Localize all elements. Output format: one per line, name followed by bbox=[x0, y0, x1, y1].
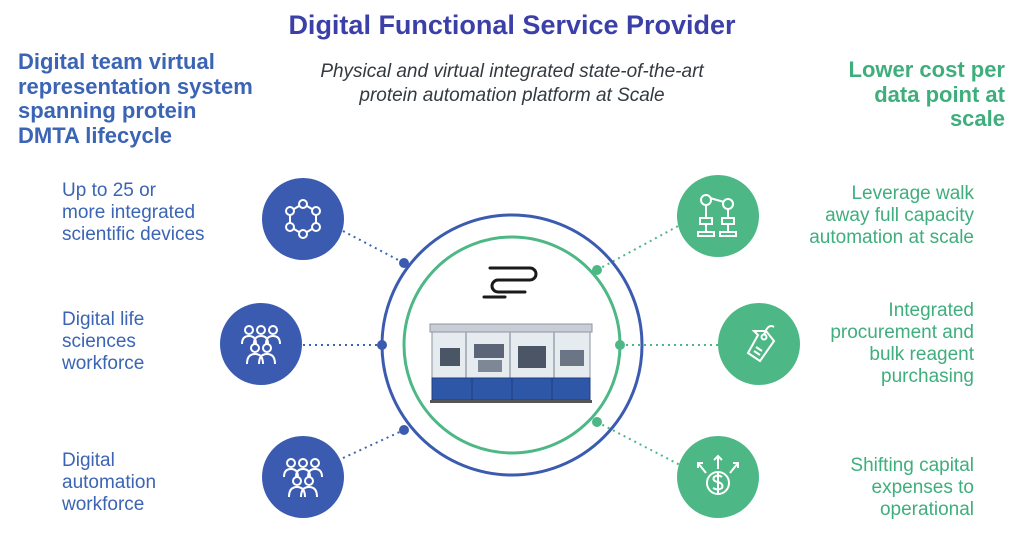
subtitle-line: Physical and virtual integrated state-of… bbox=[320, 61, 704, 82]
connector-line bbox=[342, 230, 405, 264]
right-item-line: expenses to bbox=[871, 477, 974, 498]
right-item-line: procurement and bbox=[830, 322, 974, 343]
right-item-line: Integrated bbox=[888, 300, 974, 321]
connector-line bbox=[342, 429, 405, 459]
left-heading-line: representation system bbox=[18, 73, 253, 99]
left-item-line: automation bbox=[62, 472, 157, 493]
right-item-line: automation at scale bbox=[809, 227, 974, 248]
right-item-line: operational bbox=[879, 499, 974, 520]
ring-dot bbox=[615, 340, 625, 350]
left-item-line: more integrated bbox=[62, 202, 196, 223]
page-title: Digital Functional Service Provider bbox=[288, 10, 736, 40]
left-item-line: Digital life bbox=[62, 309, 145, 330]
left-item-label: Digital automation workforce bbox=[62, 450, 262, 516]
right-item-line: bulk reagent bbox=[869, 344, 974, 365]
right-heading-line: data point at bbox=[874, 81, 1005, 107]
robot-arm-icon bbox=[697, 194, 737, 237]
ring-dot bbox=[377, 340, 387, 350]
connector-line bbox=[596, 421, 681, 466]
dollar-arrows-icon bbox=[697, 454, 739, 495]
left-item-line: Up to 25 or bbox=[62, 180, 156, 201]
devices-circle bbox=[262, 178, 344, 260]
subtitle: Physical and virtual integrated state-of… bbox=[262, 60, 762, 108]
left-item-label: Up to 25 or more integrated scientific d… bbox=[62, 180, 262, 246]
people-group-icon bbox=[283, 458, 323, 498]
connector-line bbox=[596, 224, 681, 271]
ring-dot bbox=[592, 417, 602, 427]
subtitle-line: protein automation platform at Scale bbox=[359, 85, 665, 106]
right-item-line: away full capacity bbox=[825, 205, 974, 226]
automation-workforce-circle bbox=[262, 436, 344, 518]
left-item-line: sciences bbox=[62, 331, 136, 352]
ring-dot bbox=[592, 265, 602, 275]
procurement-circle bbox=[718, 303, 800, 385]
ring-dot bbox=[399, 258, 409, 268]
right-item-label: Shifting capital expenses to operational bbox=[744, 455, 974, 521]
right-heading-line: scale bbox=[949, 106, 1005, 131]
platform-logo-icon bbox=[482, 266, 538, 299]
life-sciences-circle bbox=[220, 303, 302, 385]
people-group-icon bbox=[241, 325, 281, 365]
capital-expenses-circle bbox=[677, 436, 759, 518]
left-item-line: scientific devices bbox=[62, 224, 205, 245]
left-item-line: workforce bbox=[62, 353, 145, 374]
right-heading: Lower cost per data point at scale bbox=[805, 57, 1005, 132]
network-icon bbox=[285, 199, 321, 239]
left-heading-line: spanning protein bbox=[18, 98, 197, 123]
right-item-line: Leverage walk bbox=[851, 183, 974, 204]
left-item-line: workforce bbox=[62, 494, 145, 515]
left-item-label: Digital life sciences workforce bbox=[62, 309, 262, 375]
automation-platform-image bbox=[426, 322, 596, 404]
right-item-label: Leverage walk away full capacity automat… bbox=[744, 183, 974, 249]
right-item-line: Shifting capital bbox=[850, 455, 974, 476]
price-tag-icon bbox=[746, 325, 776, 363]
right-item-label: Integrated procurement and bulk reagent … bbox=[744, 300, 974, 388]
left-item-line: Digital bbox=[62, 450, 115, 471]
right-heading-line: Lower cost per bbox=[848, 57, 1005, 82]
ring-dot bbox=[399, 425, 409, 435]
automation-circle bbox=[677, 175, 759, 257]
left-heading-line: DMTA lifecycle bbox=[18, 122, 173, 148]
left-heading: Digital team virtual representation syst… bbox=[18, 49, 278, 148]
left-heading-line: Digital team virtual bbox=[18, 49, 215, 74]
right-item-line: purchasing bbox=[881, 366, 974, 387]
